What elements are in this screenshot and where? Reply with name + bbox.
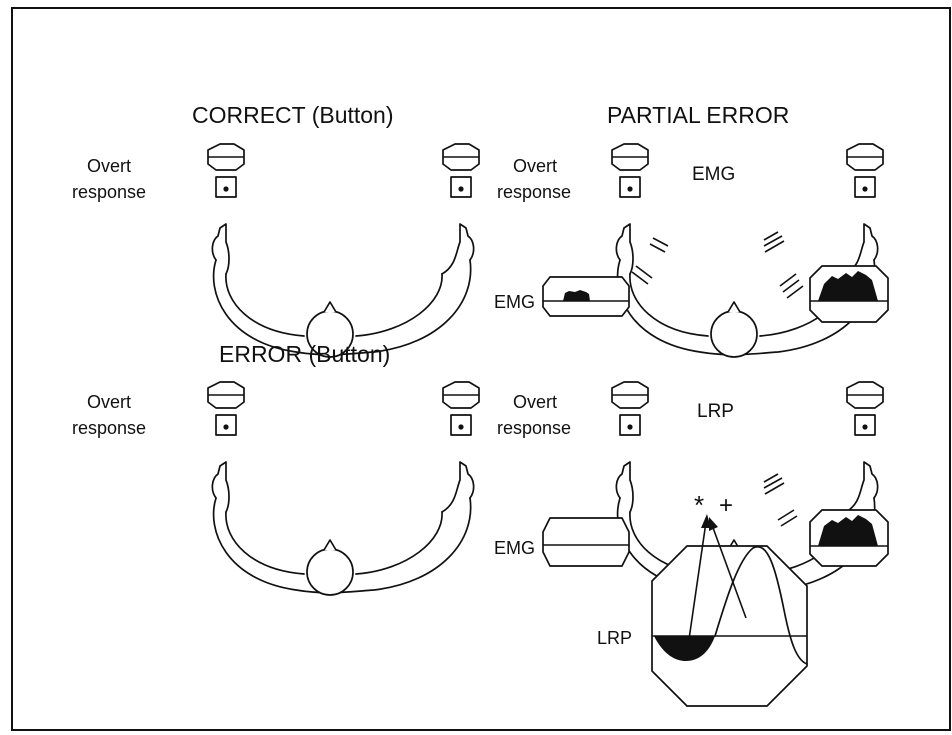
title-correct: CORRECT (Button) — [192, 102, 394, 128]
emg-hatch-right — [764, 232, 803, 298]
subject-diagram-correct — [208, 144, 479, 357]
title-partial-error: PARTIAL ERROR — [607, 102, 789, 128]
lrp-hatch-right — [764, 474, 797, 526]
panel-partial-error-emg: PARTIAL ERROR Overt response EMG EMG — [494, 102, 888, 357]
subject-diagram-partial-emg — [612, 144, 883, 357]
response-label-lrp: response — [497, 418, 571, 438]
lrp-label: LRP — [597, 628, 632, 648]
response-label-partial: response — [497, 182, 571, 202]
panel-partial-error-lrp: Overt response LRP * + EMG LRP — [494, 382, 888, 706]
emg-label-left: EMG — [494, 292, 535, 312]
panel-correct: CORRECT (Button) Overt response — [72, 102, 479, 357]
figure-border — [12, 8, 950, 730]
overt-label-lrp: Overt — [513, 392, 557, 412]
emg-hatch-left — [632, 238, 668, 284]
panel-error: ERROR (Button) Overt response — [72, 341, 479, 595]
emg-center-label: EMG — [692, 164, 735, 185]
lrp-waveform-box — [652, 546, 807, 706]
electrode-star: * — [694, 490, 704, 520]
emg-trace-box-right — [810, 266, 888, 322]
response-label-error: response — [72, 418, 146, 438]
title-error: ERROR (Button) — [219, 341, 390, 367]
overt-label-correct: Overt — [87, 156, 131, 176]
response-label-correct: response — [72, 182, 146, 202]
overt-label-partial: Overt — [513, 156, 557, 176]
emg-trace-box-left — [543, 277, 629, 316]
subject-diagram-error — [208, 382, 479, 595]
emg-trace-box-right-lrp — [810, 510, 888, 566]
emg-trace-box-flat — [543, 518, 629, 566]
emg-label-lrp: EMG — [494, 538, 535, 558]
overt-label-error: Overt — [87, 392, 131, 412]
lrp-center-label: LRP — [697, 401, 734, 422]
electrode-plus: + — [719, 492, 733, 519]
